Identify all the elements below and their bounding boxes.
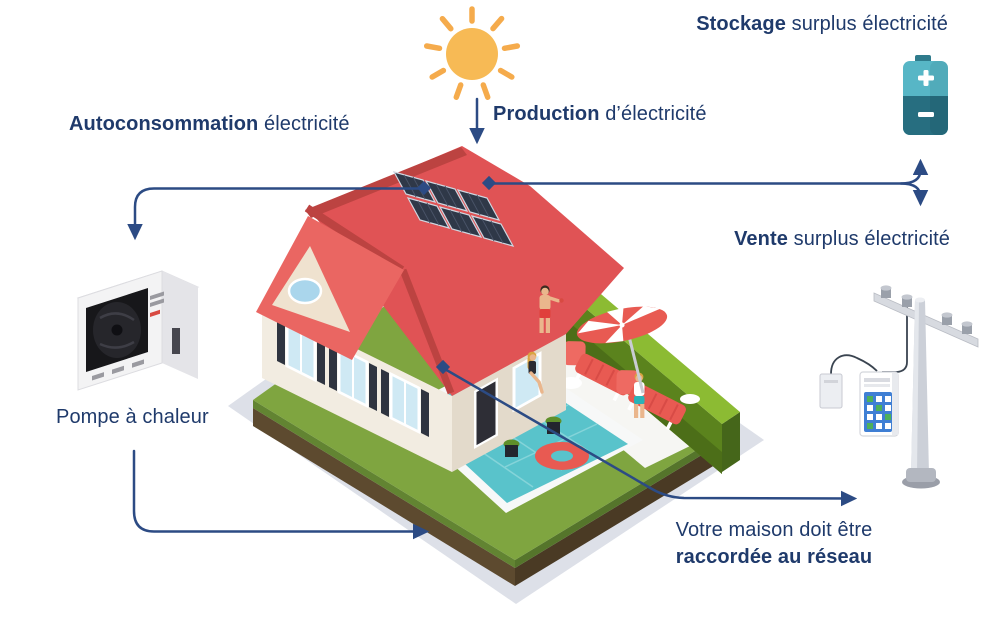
raccordement-arrow bbox=[441, 366, 858, 507]
label-production-bold: Production bbox=[493, 103, 600, 125]
solar-panels-icon bbox=[392, 171, 515, 247]
autoconsommation-arrow bbox=[127, 187, 426, 241]
red-ring-float-icon bbox=[535, 442, 589, 470]
label-production-rest: d’électricité bbox=[599, 103, 707, 125]
person-sitting-woman bbox=[527, 351, 544, 394]
pompe-a-chaleur-arrow bbox=[132, 449, 430, 540]
sun-icon bbox=[423, 6, 521, 100]
flow-arrows bbox=[127, 97, 929, 540]
label-autoconsommation: Autoconsommation électricité bbox=[69, 113, 350, 136]
label-vente-rest: surplus électricité bbox=[787, 228, 950, 250]
label-stockage-bold: Stockage bbox=[696, 13, 786, 35]
window-icon bbox=[381, 369, 429, 438]
person-standing-man bbox=[539, 285, 564, 333]
gable-oval-window-icon bbox=[287, 277, 323, 305]
connection-node-icon bbox=[416, 175, 497, 375]
beach-umbrella-icon bbox=[576, 306, 668, 394]
heat-pump-icon bbox=[76, 270, 200, 391]
label-vente-bold: Vente bbox=[734, 228, 788, 250]
label-stockage: Stockage surplus électricité bbox=[696, 13, 948, 36]
planter-icon bbox=[503, 439, 520, 457]
label-raccordement-line1: Votre maison doit être bbox=[675, 519, 873, 541]
label-autoconsommation-bold: Autoconsommation bbox=[69, 113, 259, 135]
electric-meter-icon bbox=[859, 371, 899, 437]
label-vente: Vente surplus électricité bbox=[734, 228, 950, 251]
label-pompe-a-chaleur: Pompe à chaleur bbox=[56, 406, 209, 428]
label-raccordement-line2: raccordée au réseau bbox=[675, 546, 873, 568]
power-pole-icon bbox=[819, 285, 979, 489]
label-autoconsommation-rest: électricité bbox=[258, 113, 350, 135]
house-icon bbox=[256, 146, 624, 472]
vente-arrow bbox=[899, 182, 929, 207]
battery-storage-icon bbox=[903, 55, 948, 135]
window-icon bbox=[329, 343, 377, 412]
stockage-arrow bbox=[487, 158, 929, 185]
label-raccordement: Votre maison doit être raccordée au résea… bbox=[645, 517, 903, 571]
junction-box-icon bbox=[819, 373, 843, 409]
label-stockage-rest: surplus électricité bbox=[785, 13, 948, 35]
label-production: Production d’électricité bbox=[493, 103, 707, 126]
side-table-icon bbox=[680, 394, 700, 404]
insulator-icon bbox=[880, 285, 973, 334]
